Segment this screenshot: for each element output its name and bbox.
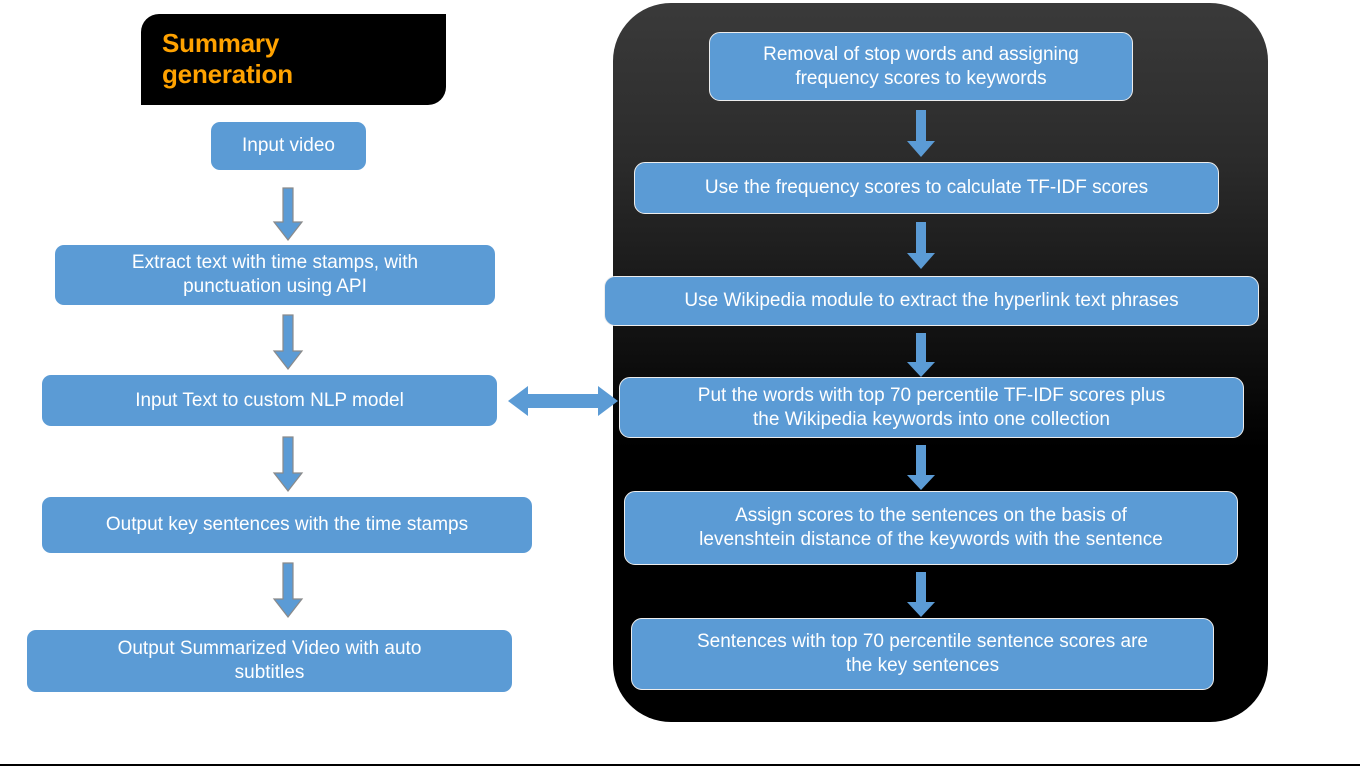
box-input-video-label: Input video <box>242 135 335 156</box>
box-output-key-sentences[interactable]: Output key sentences with the time stamp… <box>42 497 532 553</box>
page-title: Summary generation <box>162 28 293 89</box>
diagram-title-badge: Summary generation <box>141 14 446 105</box>
box-key-sentences[interactable]: Sentences with top 70 percentile sentenc… <box>631 618 1214 690</box>
box-removal-stop-words-label: Removal of stop words and assigning freq… <box>763 43 1079 89</box>
arrow-down-icon-right-1 <box>906 110 936 158</box>
box-input-video[interactable]: Input video <box>211 122 366 170</box>
bidirectional-arrow-icon <box>508 382 618 420</box>
box-wikipedia-module[interactable]: Use Wikipedia module to extract the hype… <box>604 276 1259 326</box>
box-output-summarized-video[interactable]: Output Summarized Video with auto subtit… <box>27 630 512 692</box>
arrow-down-icon-left-1 <box>272 187 304 241</box>
arrow-down-icon-right-4 <box>906 445 936 491</box>
box-put-the-words-label: Put the words with top 70 percentile TF-… <box>697 384 1166 430</box>
arrow-down-icon-right-2 <box>906 222 936 270</box>
arrow-down-icon-left-3 <box>272 436 304 492</box>
box-removal-stop-words[interactable]: Removal of stop words and assigning freq… <box>709 32 1133 101</box>
nlp-pipeline-panel <box>613 3 1268 722</box>
box-calculate-tfidf-label: Use the frequency scores to calculate TF… <box>704 177 1149 198</box>
box-input-text-nlp[interactable]: Input Text to custom NLP model <box>42 375 497 426</box>
arrow-down-icon-left-2 <box>272 314 304 370</box>
box-key-sentences-label: Sentences with top 70 percentile sentenc… <box>697 631 1148 676</box>
box-extract-text-label: Extract text with time stamps, with punc… <box>131 252 419 297</box>
box-assign-scores-label: Assign scores to the sentences on the ba… <box>699 505 1163 550</box>
box-wikipedia-module-label: Use Wikipedia module to extract the hype… <box>684 290 1179 311</box>
box-calculate-tfidf[interactable]: Use the frequency scores to calculate TF… <box>634 162 1219 214</box>
box-assign-scores[interactable]: Assign scores to the sentences on the ba… <box>624 491 1238 565</box>
box-put-the-words[interactable]: Put the words with top 70 percentile TF-… <box>619 377 1244 438</box>
box-output-key-sentences-label: Output key sentences with the time stamp… <box>105 514 469 535</box>
arrow-down-icon-left-4 <box>272 562 304 618</box>
box-output-summarized-video-label: Output Summarized Video with auto subtit… <box>117 638 422 683</box>
arrow-down-icon-right-3 <box>906 333 936 378</box>
box-extract-text[interactable]: Extract text with time stamps, with punc… <box>55 245 495 305</box>
arrow-down-icon-right-5 <box>906 572 936 618</box>
box-input-text-nlp-label: Input Text to custom NLP model <box>135 389 404 411</box>
bottom-divider <box>0 764 1360 766</box>
